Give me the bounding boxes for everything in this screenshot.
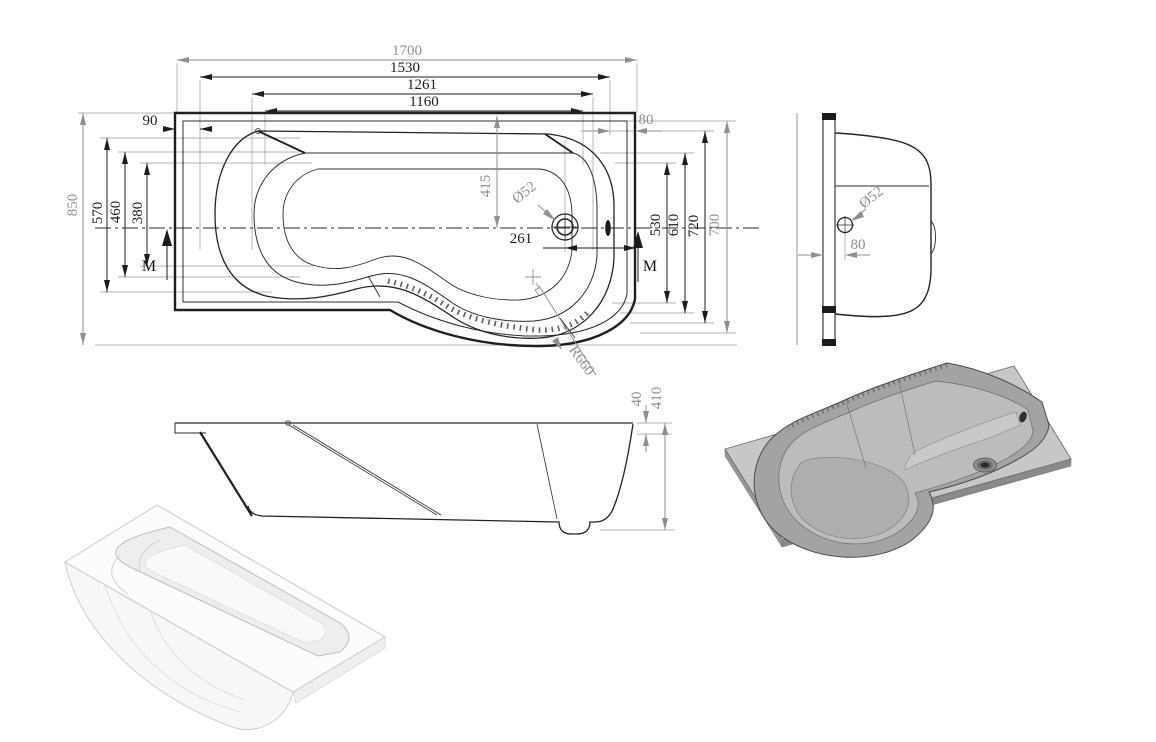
dim-610: 610 xyxy=(666,214,682,237)
dim-90: 90 xyxy=(143,113,158,129)
dim-40: 40 xyxy=(629,392,645,407)
side-elevation-view xyxy=(174,420,634,535)
dim-1160: 1160 xyxy=(409,94,438,110)
dim-80-end: 80 xyxy=(851,237,866,253)
dim-80-top: 80 xyxy=(639,112,654,128)
side-left-flange xyxy=(174,423,206,434)
dim-1700: 1700 xyxy=(392,43,422,59)
marker-m-left: M xyxy=(142,258,156,275)
gray-taper-facet xyxy=(904,411,1021,471)
plan-dimension-labels: 1700 1530 1261 1160 90 80 850 570 460 38… xyxy=(65,43,723,379)
plan-ledge-seams xyxy=(257,130,574,154)
gray-drain xyxy=(973,457,997,473)
gray-shell-seams xyxy=(845,380,916,469)
dim-380: 380 xyxy=(130,202,146,225)
end-view-side-bump xyxy=(930,220,936,255)
dim-1530: 1530 xyxy=(390,60,420,76)
side-right-seam xyxy=(536,423,558,520)
render-3d-gray-bath xyxy=(724,362,1072,558)
plan-overflow-slot xyxy=(605,220,611,236)
gray-tick-band xyxy=(786,362,948,430)
white-bath-bowl-body xyxy=(64,561,294,731)
dim-720: 720 xyxy=(686,215,702,238)
dim-261: 261 xyxy=(510,231,533,247)
end-view-body xyxy=(834,132,932,318)
dim-410: 410 xyxy=(649,387,665,410)
dim-530: 530 xyxy=(648,214,664,237)
plan-tub-mid xyxy=(253,152,598,322)
render-3d-white-bath xyxy=(64,504,386,731)
dim-700: 700 xyxy=(707,214,723,237)
side-view-dimension-labels: 40 410 xyxy=(629,387,665,410)
plan-apex-point xyxy=(255,128,261,134)
dim-415: 415 xyxy=(478,175,494,198)
plan-tub-outer xyxy=(214,130,615,339)
dim-drain-diameter-plan: Ø52 xyxy=(509,179,539,208)
gray-overflow-hole xyxy=(1019,411,1027,423)
plan-tick-band xyxy=(387,278,592,333)
dim-850: 850 xyxy=(65,194,81,217)
dim-r660: R660 xyxy=(565,343,597,379)
side-left-slope xyxy=(199,431,253,517)
plan-tub-floor xyxy=(282,168,573,301)
plan-outer-rim xyxy=(173,111,637,348)
side-inner-seam-double xyxy=(288,424,442,516)
side-rim-point xyxy=(285,420,291,426)
dim-drain-diameter-end: Ø52 xyxy=(856,184,886,213)
marker-m-right: M xyxy=(643,258,657,275)
dim-1261: 1261 xyxy=(407,77,437,93)
plan-drain xyxy=(551,213,579,241)
plan-rim-inner xyxy=(182,120,628,337)
plan-view xyxy=(95,111,762,348)
end-view-drain xyxy=(836,216,854,234)
plan-radial-seams xyxy=(367,275,576,339)
r660-center-crosshair xyxy=(525,269,541,296)
side-outline-bottom xyxy=(247,423,634,535)
white-bath-inner-floor xyxy=(144,544,327,644)
dim-570: 570 xyxy=(90,202,106,225)
dim-460: 460 xyxy=(108,201,124,224)
gray-lobe-panel xyxy=(790,457,910,539)
extension-lines xyxy=(78,63,846,531)
end-view xyxy=(796,113,936,346)
white-bath-bowl-shading xyxy=(104,584,246,713)
white-bath-lobe-shading xyxy=(111,539,161,595)
end-view-rim-caps xyxy=(822,113,836,346)
